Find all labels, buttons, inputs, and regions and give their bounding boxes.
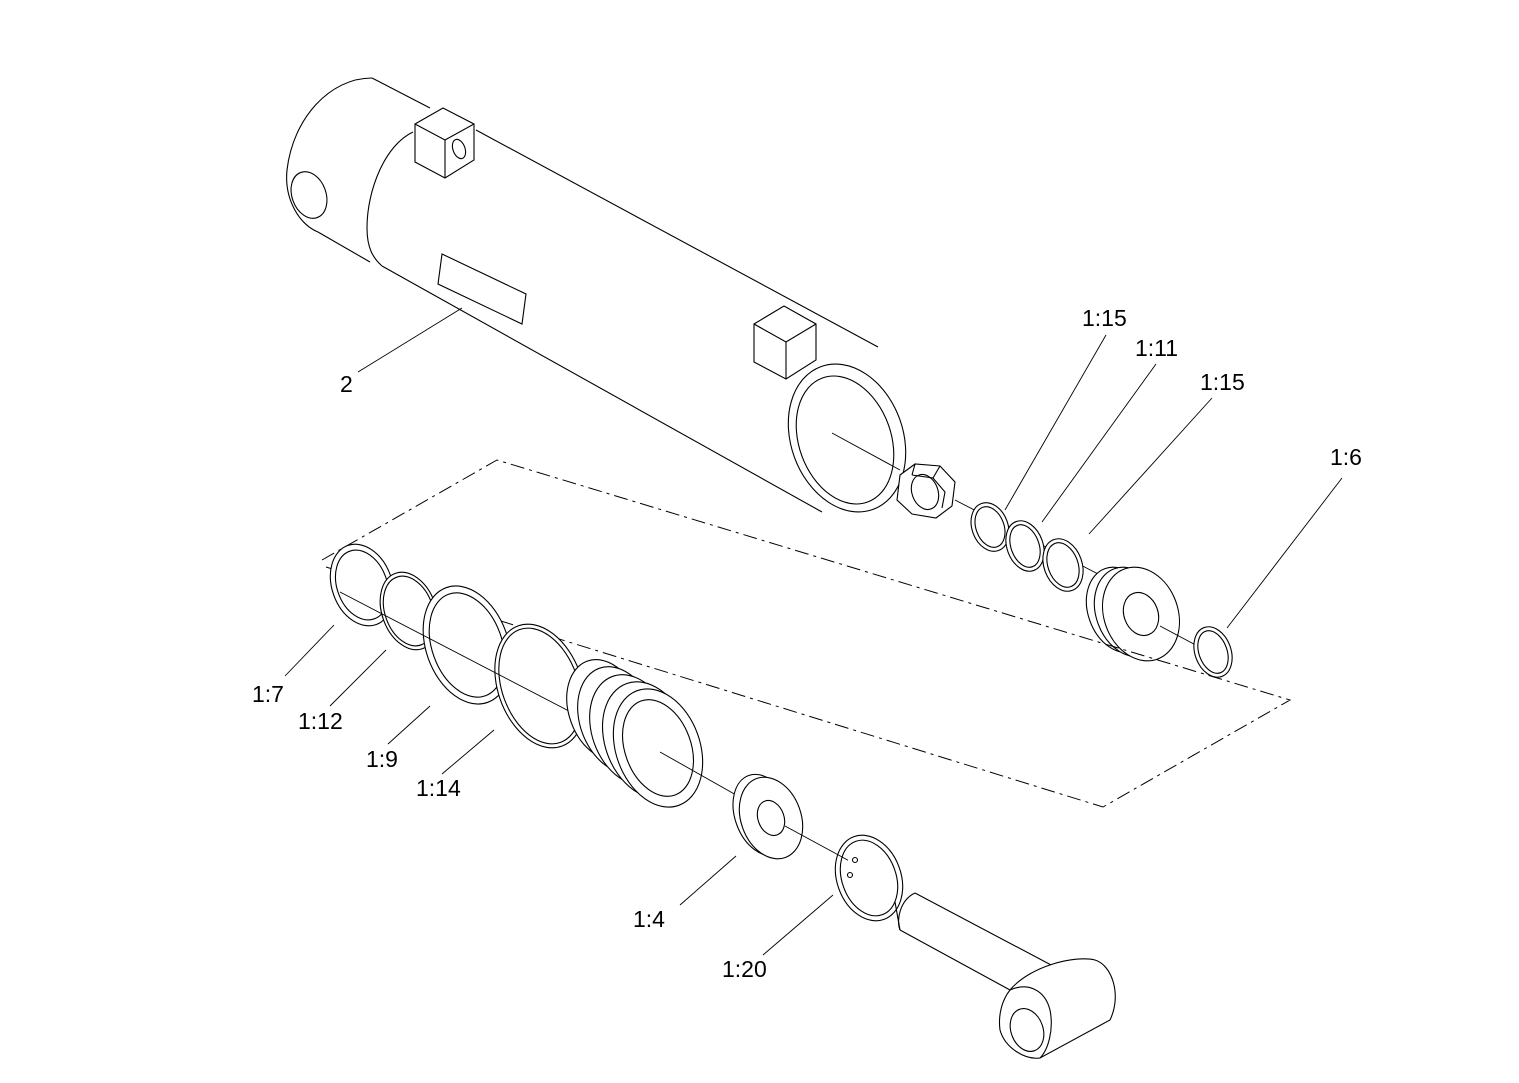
leader-1-7 (284, 624, 335, 677)
callout-1-6: 1:6 (1330, 444, 1362, 470)
piston-rod (894, 892, 1116, 1059)
seal-ring-1-7 (329, 543, 395, 627)
gland (566, 659, 704, 808)
callout-1-15b: 1:15 (1200, 369, 1245, 395)
seal-ring-1-15b (1042, 538, 1084, 592)
leader-lines (284, 307, 1343, 956)
callout-1-20: 1:20 (722, 956, 767, 982)
circlip-1-20 (834, 834, 904, 922)
leader-1-11 (1041, 363, 1157, 523)
center-axis-wiper (784, 825, 856, 865)
callout-1-9: 1:9 (366, 746, 398, 772)
seal-ring-1-11 (1005, 520, 1045, 572)
cylinder-barrel (286, 77, 907, 513)
callout-1-7: 1:7 (252, 681, 284, 707)
piston-nut (896, 463, 956, 519)
center-axis-gland (659, 751, 746, 801)
leader-1-12 (329, 649, 387, 707)
leader-1-14 (441, 729, 495, 775)
leader-1-4 (679, 855, 737, 906)
callout-2: 2 (340, 371, 353, 397)
leader-2 (357, 307, 463, 373)
callout-1-4: 1:4 (633, 906, 665, 932)
wiper-1-4 (732, 773, 804, 860)
leader-1-6 (1226, 477, 1343, 629)
callout-1-14: 1:14 (416, 775, 461, 801)
leader-1-15b (1088, 397, 1213, 535)
seal-ring-1-6 (1193, 626, 1233, 678)
callout-1-15a: 1:15 (1082, 305, 1127, 331)
leader-1-15a (1004, 334, 1107, 511)
seal-ring-1-9 (422, 585, 512, 705)
callout-1-12: 1:12 (298, 708, 343, 734)
leader-1-20 (762, 894, 834, 956)
center-axis-upper (831, 432, 901, 471)
assembly-boundary-line (321, 459, 1292, 808)
piston-upper (1085, 566, 1180, 662)
leader-1-9 (387, 705, 431, 745)
callout-1-11: 1:11 (1135, 335, 1179, 361)
seal-ring-1-15a (970, 502, 1010, 552)
